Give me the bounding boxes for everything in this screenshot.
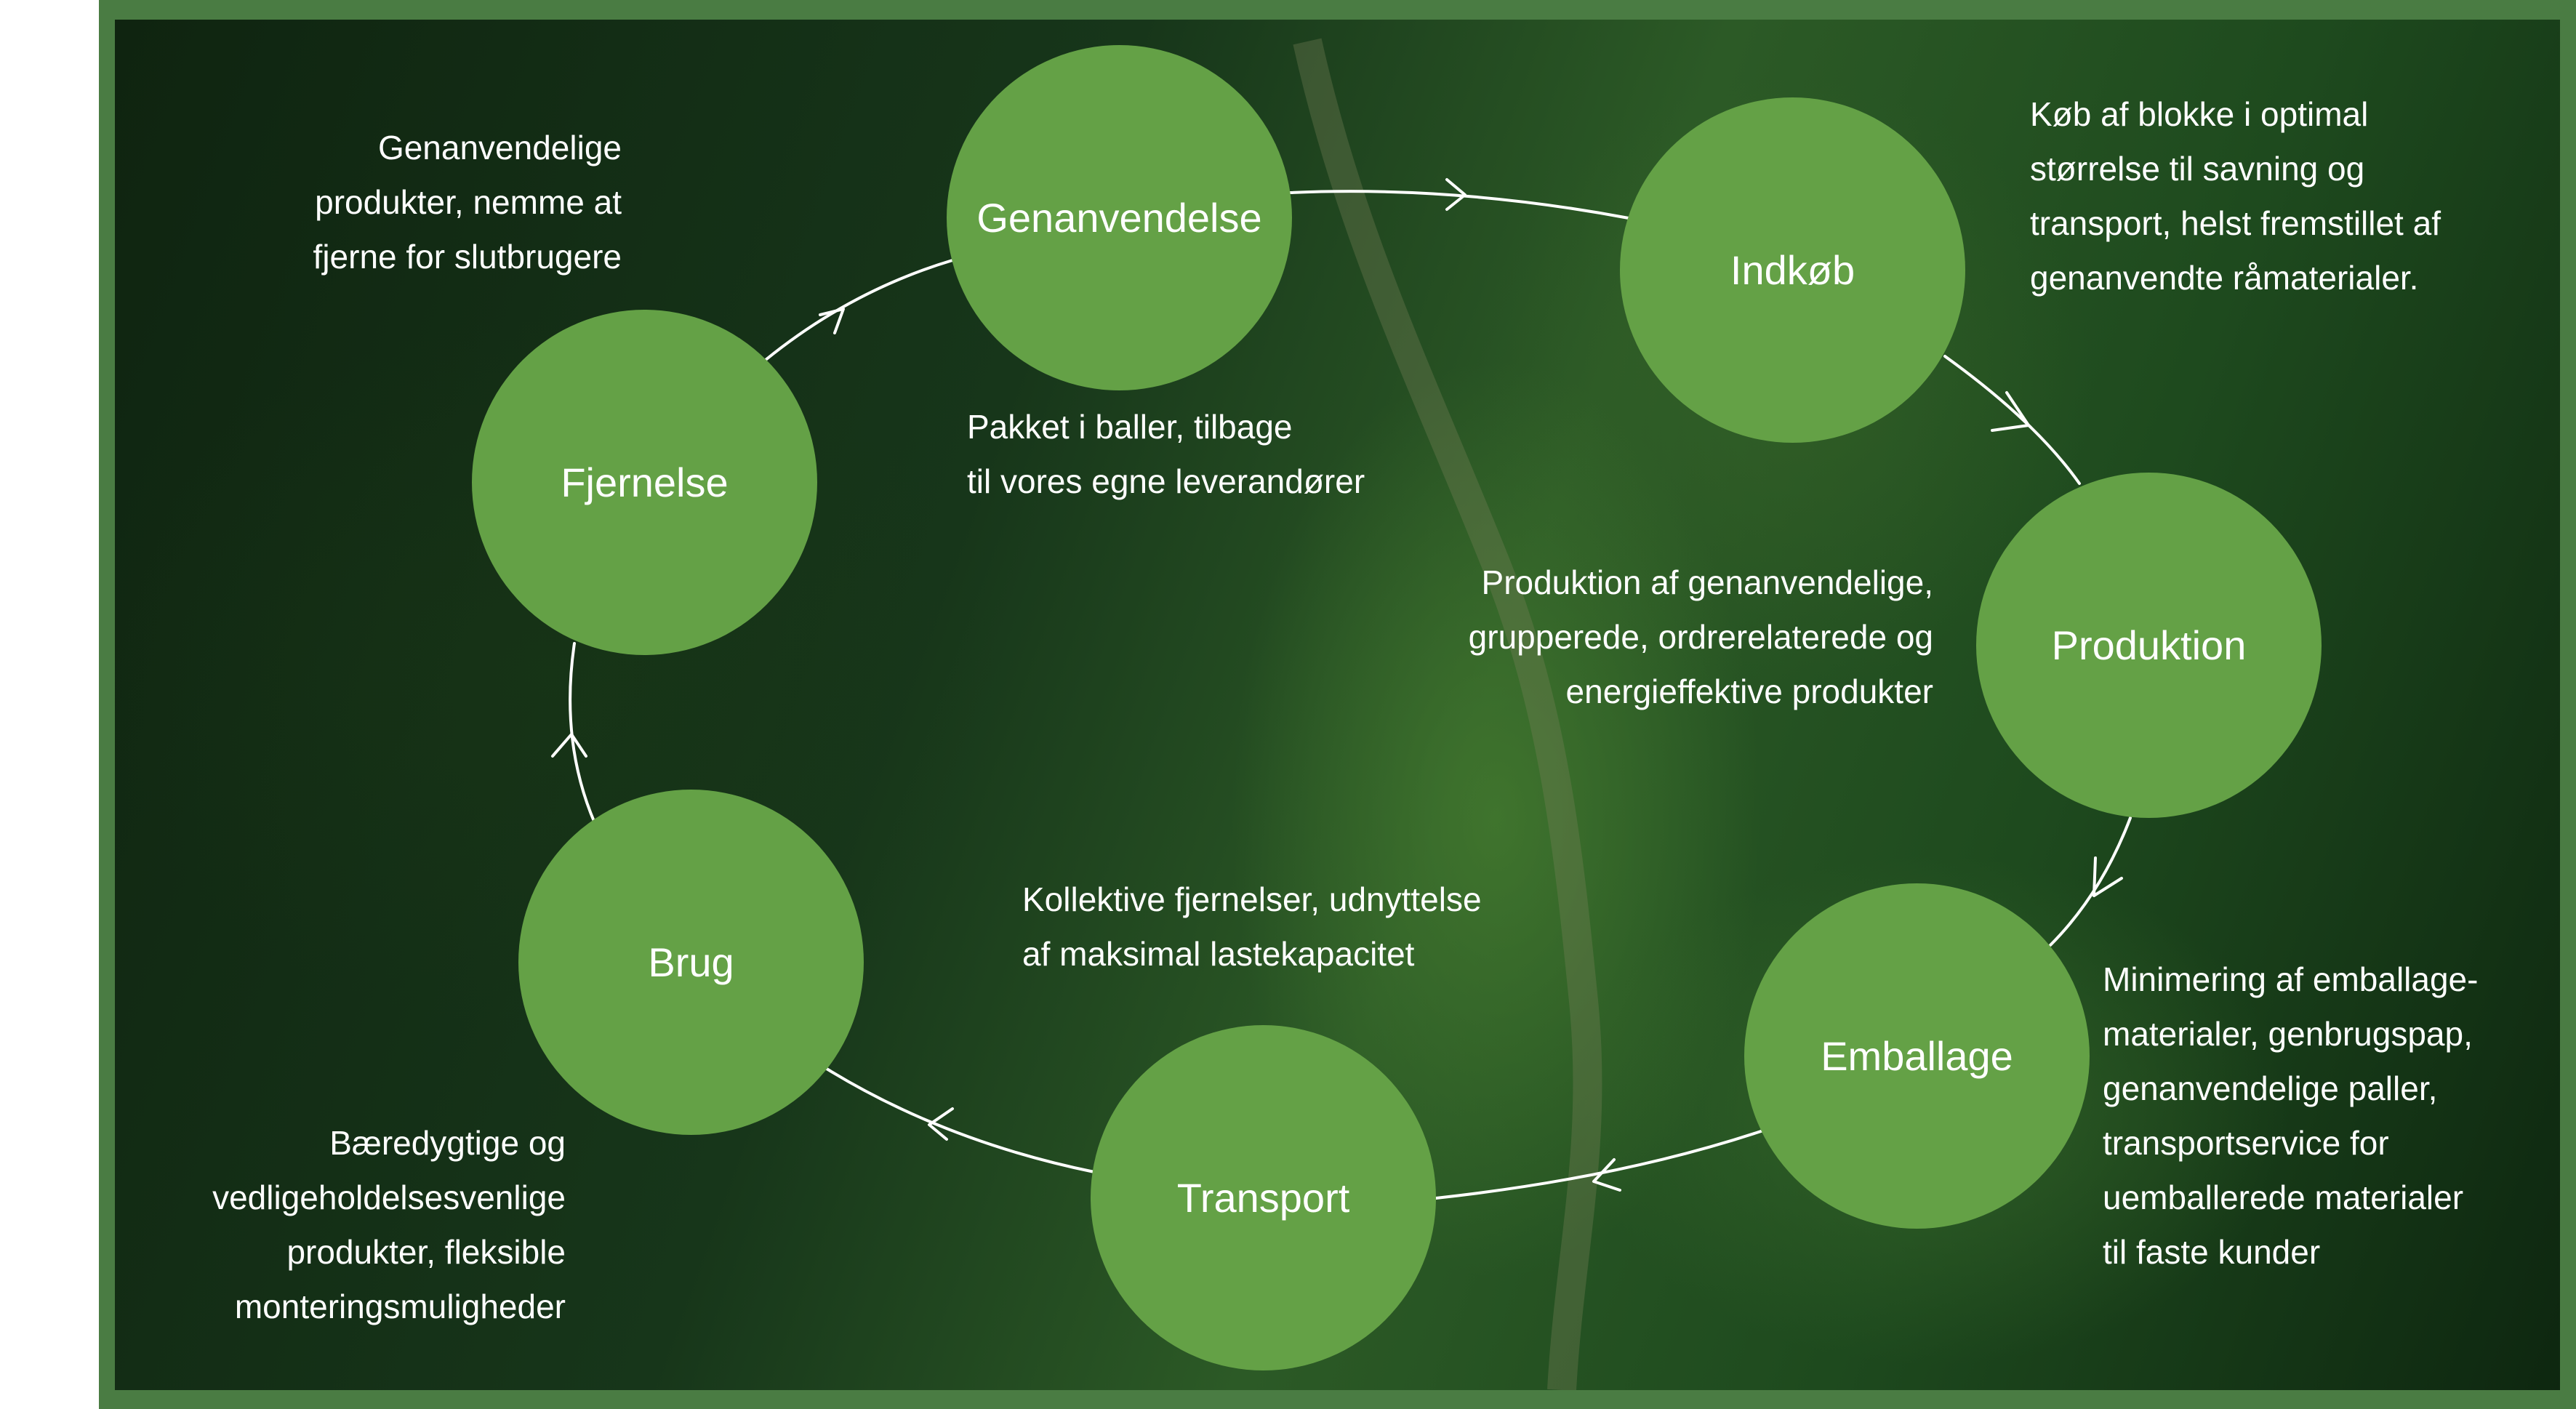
node-emballage-label: Emballage [1821, 1033, 2013, 1079]
node-genanvendelse: Genanvendelse [947, 45, 1292, 390]
arrow-head-indkob-produktion [1991, 391, 2030, 432]
arrow-head-genanvendelse-indkob [1445, 178, 1466, 211]
description-emballage: Minimering af emballage- materialer, gen… [2103, 960, 2479, 1271]
trail-path-decoration [1293, 38, 1602, 1390]
arrow-produktion-emballage [2049, 816, 2132, 947]
description-indkob: Køb af blokke i optimal størrelse til sa… [2030, 95, 2441, 297]
node-transport-label: Transport [1176, 1175, 1350, 1221]
node-fjernelse: Fjernelse [472, 310, 817, 655]
arrow-head-produktion-emballage [2093, 856, 2123, 897]
description-produktion: Produktion af genanvendelige, grupperede… [1468, 563, 1933, 710]
description-brug: Bæredygtige og vedligeholdelsesvenlige p… [212, 1124, 566, 1325]
node-transport: Transport [1091, 1025, 1436, 1370]
node-genanvendelse-label: Genanvendelse [976, 195, 1262, 241]
arrow-indkob-produktion [1943, 355, 2081, 485]
node-brug-label: Brug [648, 939, 734, 985]
arrow-brug-fjernelse [569, 642, 596, 824]
arrow-head-fjernelse-genanvendelse [819, 308, 845, 334]
arrow-head-emballage-transport [1592, 1158, 1621, 1192]
node-brug: Brug [518, 790, 864, 1135]
description-genanvendelse: Pakket i baller, tilbage til vores egne … [967, 408, 1365, 500]
arrow-head-transport-brug [928, 1107, 954, 1141]
node-emballage: Emballage [1744, 883, 2090, 1229]
arrow-head-brug-fjernelse [551, 733, 587, 758]
arrow-fjernelse-genanvendelse [764, 259, 954, 361]
node-produktion-label: Produktion [2051, 622, 2247, 668]
node-produktion: Produktion [1976, 473, 2322, 818]
node-fjernelse-label: Fjernelse [561, 459, 729, 505]
arrow-transport-brug [825, 1067, 1096, 1173]
description-fjernelse: Genanvendelige produkter, nemme at fjern… [313, 129, 622, 276]
node-indkob-label: Indkøb [1730, 247, 1855, 293]
description-transport: Kollektive fjernelser, udnyttelse af mak… [1022, 880, 1482, 973]
node-indkob: Indkøb [1620, 97, 1965, 443]
arrow-genanvendelse-indkob [1289, 190, 1630, 220]
arrow-emballage-transport [1435, 1129, 1765, 1200]
